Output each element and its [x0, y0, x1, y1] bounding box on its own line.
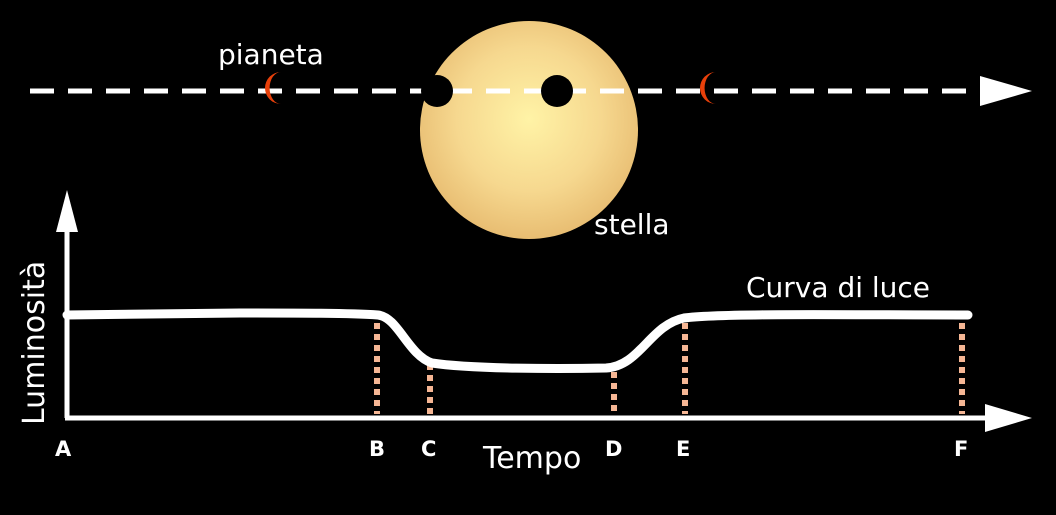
x-axis-arrowhead [985, 404, 1032, 432]
point-label-c: C [421, 437, 436, 461]
point-label-d: D [605, 437, 622, 461]
point-label-e: E [676, 437, 690, 461]
point-label-a: A [55, 437, 72, 461]
planet-disc-transit [541, 75, 573, 107]
y-axis-label: Luminosità [17, 261, 52, 425]
planet-disc-ingress [421, 75, 453, 107]
x-axis-label: Tempo [482, 441, 581, 476]
star-label: stella [594, 208, 670, 241]
y-axis-arrowhead [56, 190, 78, 232]
point-label-b: B [369, 437, 385, 461]
light-curve [62, 308, 973, 373]
planet-label: pianeta [218, 38, 324, 71]
planet-crescent-left [265, 72, 281, 104]
star [420, 21, 638, 239]
orbit-arrowhead [980, 76, 1032, 106]
light-curve-label: Curva di luce [746, 271, 930, 304]
point-label-f: F [954, 437, 968, 461]
planet-crescent-right [700, 72, 716, 104]
